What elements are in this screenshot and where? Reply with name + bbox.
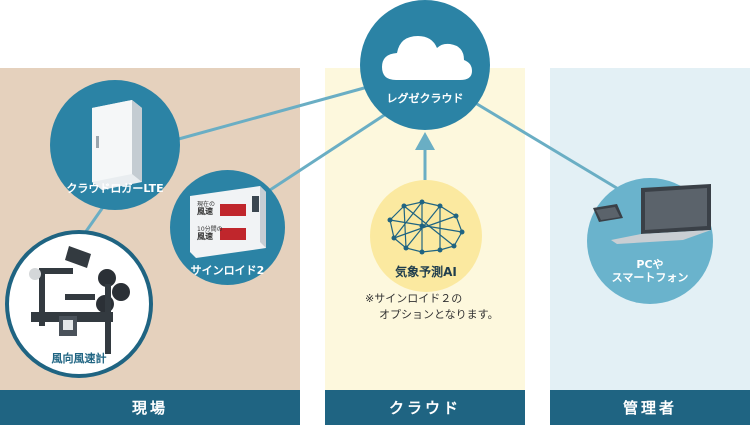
- neural-network-icon: [387, 199, 465, 255]
- signoid-label2-top: 10分間の: [197, 226, 223, 233]
- pc-smartphone-node: PCや スマートフォン: [587, 178, 713, 304]
- option-note: ※サインロイド２の オプションとなります。: [365, 291, 499, 323]
- link-logger-cloud: [174, 83, 376, 142]
- anemometer-node: 風向風速計: [5, 230, 153, 378]
- regze-cloud-label: レグゼクラウド: [386, 92, 464, 105]
- signoid-label2-bottom: 風速: [197, 232, 213, 241]
- cloud-icon: [382, 36, 472, 80]
- section-label-admin: 管理者: [550, 390, 750, 425]
- pc-smartphone-label-line2: スマートフォン: [611, 271, 689, 284]
- logger-box-icon: [92, 100, 142, 190]
- anemometer-label: 風向風速計: [51, 352, 107, 365]
- weather-ai-node: 気象予測AI: [370, 180, 482, 292]
- arrow-up-icon: [415, 132, 435, 150]
- pc-smartphone-label-line1: PCや: [636, 258, 664, 271]
- weather-ai-label: 気象予測AI: [395, 265, 457, 279]
- link-signoid-cloud: [269, 108, 393, 192]
- option-note-line2: オプションとなります。: [379, 308, 499, 321]
- signoid-label1-bottom: 風速: [197, 207, 213, 216]
- signoid-node: 現在の 風速 10分間の 風速 サインロイド2: [170, 170, 285, 285]
- link-cloud-admin: [461, 93, 621, 192]
- regze-cloud-node: レグゼクラウド: [360, 0, 490, 130]
- section-label-cloud: クラウド: [325, 390, 525, 425]
- anemometer-icon: [29, 246, 130, 354]
- cloud-logger-label: クラウドロガーLTE: [66, 182, 164, 195]
- signoid-label1-top: 現在の: [197, 201, 216, 208]
- section-label-site: 現場: [0, 390, 300, 425]
- signboard-icon: [190, 186, 266, 258]
- laptop-icon: [593, 184, 711, 244]
- cloud-logger-node: クラウドロガーLTE: [50, 80, 180, 210]
- signoid-label: サインロイド2: [190, 264, 265, 277]
- option-note-line1: ※サインロイド２の: [365, 292, 463, 305]
